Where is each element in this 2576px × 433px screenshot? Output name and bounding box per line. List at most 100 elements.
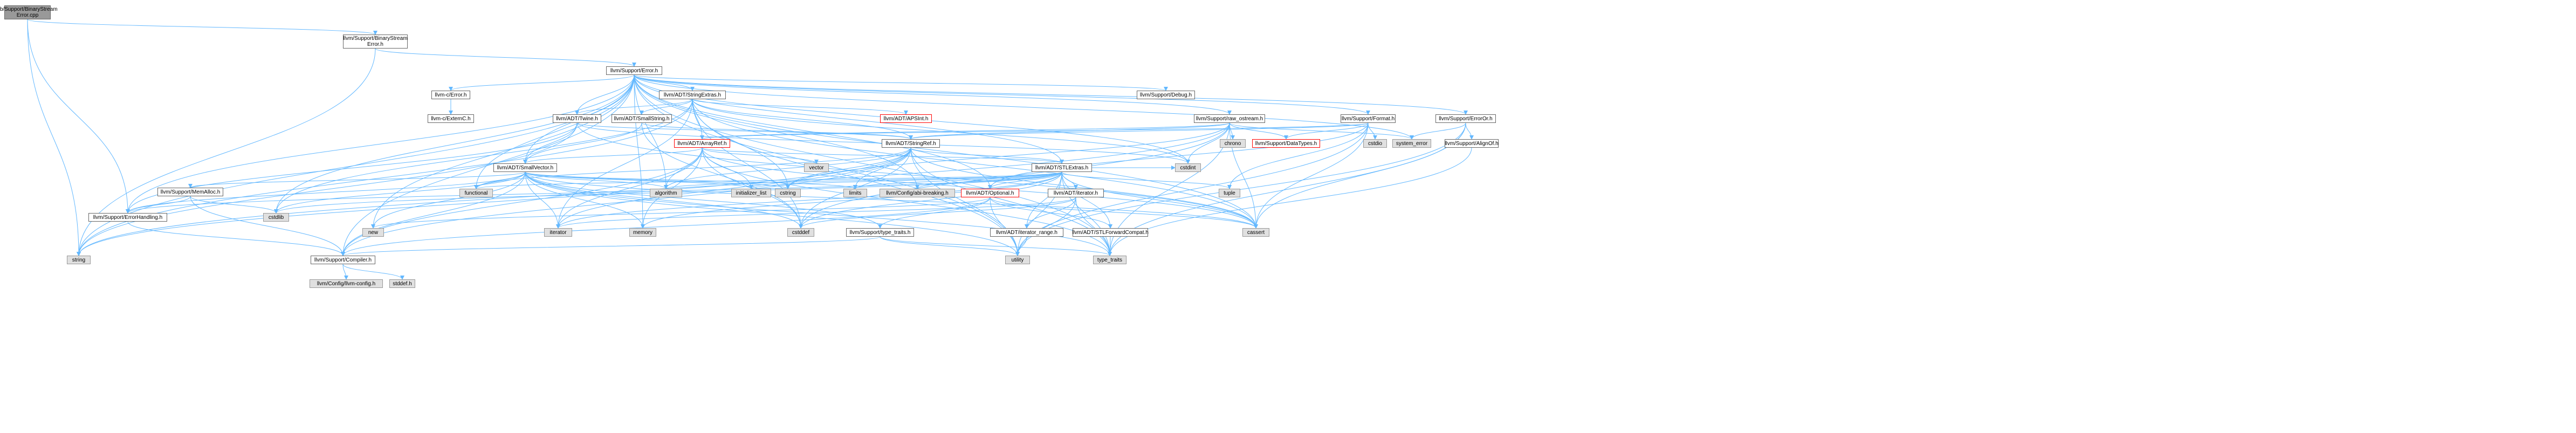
edge-optional-to-compiler <box>341 197 991 256</box>
edge-raw_ostream-to-datatypes <box>1229 122 1288 140</box>
edge-smallvector-to-cstddef <box>525 171 803 229</box>
node-cassert: cassert <box>1242 228 1269 237</box>
node-cstring: cstring <box>775 189 801 197</box>
edge-errorhandling-to-compiler <box>127 221 345 256</box>
node-binarystreamerror-cpp[interactable]: lib/Support/BinaryStream Error.cpp <box>0 5 58 19</box>
node-stlforwardcompat-h[interactable]: llvm/ADT/STLForwardCompat.h <box>1072 228 1149 237</box>
node-utility: utility <box>1005 256 1030 264</box>
edge-stringref-to-cassert <box>910 147 1258 229</box>
edge-twine-to-cassert <box>576 122 1258 229</box>
edge-stlextras-to-limits <box>853 171 1062 189</box>
node-errorhandling-h[interactable]: llvm/Support/ErrorHandling.h <box>88 213 167 222</box>
node-binarystreamerror-h[interactable]: llvm/Support/BinaryStream Error.h <box>343 35 408 49</box>
edge-arrayref-to-memory <box>641 147 703 229</box>
edge-stringextras-to-iterator <box>556 99 693 229</box>
edge-memalloc-to-errorhandling <box>126 196 191 214</box>
edge-root-to-string <box>27 19 81 256</box>
edge-memalloc-to-cstdlib <box>190 196 278 214</box>
node-llvm-c-error-h[interactable]: llvm-c/Error.h <box>431 91 470 99</box>
edge-smallvector-to-memalloc <box>188 171 526 188</box>
node-support-type-traits-h[interactable]: llvm/Support/type_traits.h <box>846 228 914 237</box>
node-optional-h[interactable]: llvm/ADT/Optional.h <box>961 189 1019 197</box>
edge-format-to-tuple <box>1227 122 1369 189</box>
node-smallvector-h[interactable]: llvm/ADT/SmallVector.h <box>493 163 557 172</box>
edge-stlextras-to-stlforward <box>1061 171 1112 229</box>
edge-stringextras-to-apsint <box>692 99 908 115</box>
edge-smallstring-to-smallvector <box>523 122 642 164</box>
node-iterator: iterator <box>544 228 572 237</box>
edge-stringextras-to-cstddef <box>692 99 803 229</box>
edge-type_traits_h-to-type_traits <box>880 236 1112 256</box>
edge-smallvector-to-memory <box>525 171 645 229</box>
node-erroror-h[interactable]: llvm/Support/ErrorOr.h <box>1435 114 1496 123</box>
node-raw-ostream-h[interactable]: llvm/Support/raw_ostream.h <box>1194 114 1265 123</box>
edge-root-to-errorhandling <box>27 19 130 214</box>
edge-smallvector-to-new <box>371 171 526 229</box>
node-smallstring-h[interactable]: llvm/ADT/SmallString.h <box>612 114 672 123</box>
node-iterator-range-h[interactable]: llvm/ADT/iterator_range.h <box>990 228 1063 237</box>
node-datatypes-h[interactable]: llvm/Support/DataTypes.h <box>1252 139 1320 148</box>
edge-smallvector-to-compiler <box>341 171 526 256</box>
edge-stlextras-to-iterator_range <box>1025 171 1062 229</box>
node-cstdlib: cstdlib <box>263 213 289 222</box>
edge-error_h-to-erroror <box>634 74 1468 115</box>
edge-format-to-optional <box>988 122 1369 189</box>
edge-twine-to-stringref <box>576 122 913 140</box>
edge-stlextras-to-iterator <box>556 171 1062 229</box>
node-memalloc-h[interactable]: llvm/Support/MemAlloc.h <box>157 188 223 196</box>
edge-arrayref-to-smallvector <box>523 147 703 164</box>
node-stringref-h[interactable]: llvm/ADT/StringRef.h <box>882 139 940 148</box>
node-stringextras-h[interactable]: llvm/ADT/StringExtras.h <box>659 91 726 99</box>
edge-smallvector-to-utility <box>525 171 1020 256</box>
node-compiler-h[interactable]: llvm/Support/Compiler.h <box>311 256 375 264</box>
node-stddef-h: stddef.h <box>389 279 415 288</box>
node-llvm-c-externc-h[interactable]: llvm-c/ExternC.h <box>428 114 474 123</box>
edge-bse_h-to-string <box>77 48 376 256</box>
node-format-h[interactable]: llvm/Support/Format.h <box>1341 114 1396 123</box>
edge-smallstring-to-cstddef <box>641 122 803 229</box>
node-stlextras-h[interactable]: llvm/ADT/STLExtras.h <box>1032 163 1092 172</box>
edge-stringextras-to-smallstring <box>640 99 693 115</box>
edge-stlextras-to-utility <box>1015 171 1062 256</box>
edge-erroror-to-aligno <box>1465 122 1474 140</box>
edge-error_h-to-new <box>371 74 635 229</box>
edge-erroror-to-system_error <box>1410 122 1466 140</box>
node-error-h[interactable]: llvm/Support/Error.h <box>606 66 662 75</box>
node-limits: limits <box>843 189 867 197</box>
edge-adt_iterator-to-iterator <box>556 197 1076 229</box>
edge-format-to-stringref <box>909 122 1369 140</box>
edge-raw_ostream-to-stringref <box>909 122 1230 140</box>
edge-optional-to-stlforward <box>990 197 1112 229</box>
edge-arrayref-to-vector <box>702 147 819 164</box>
edge-smallvector-to-cassert <box>525 171 1258 229</box>
node-functional: functional <box>459 189 493 197</box>
edge-error_h-to-functional <box>474 74 635 189</box>
edge-compiler-to-stddef <box>342 264 404 280</box>
edge-twine-to-errorhandling <box>126 122 578 214</box>
edge-smallvector-to-limits <box>525 171 857 189</box>
node-debug-h[interactable]: llvm/Support/Debug.h <box>1137 91 1195 99</box>
edge-smallstring-to-stringref <box>641 122 913 140</box>
edge-stlextras-to-type_traits <box>1061 171 1112 256</box>
edge-adt_iterator-to-type_traits <box>1075 197 1112 256</box>
edge-error_h-to-cassert <box>634 74 1258 229</box>
node-algorithm: algorithm <box>650 189 682 197</box>
edge-error_h-to-format <box>634 74 1370 115</box>
edge-optional-to-new <box>371 197 991 229</box>
node-twine-h[interactable]: llvm/ADT/Twine.h <box>553 114 601 123</box>
edge-error_h-to-system_error <box>634 74 1414 140</box>
node-alignof-h[interactable]: llvm/Support/AlignOf.h <box>1445 139 1499 148</box>
edge-compiler-to-llvm_config <box>342 264 348 280</box>
edge-smallvector-to-algorithm <box>525 171 668 189</box>
node-adt-iterator-h[interactable]: llvm/ADT/iterator.h <box>1048 189 1104 197</box>
node-arrayref-h[interactable]: llvm/ADT/ArrayRef.h <box>674 139 730 148</box>
edge-error_h-to-twine <box>575 74 635 115</box>
edge-type_traits_h-to-utility <box>880 236 1020 256</box>
edge-optional-to-utility <box>990 197 1020 256</box>
edge-raw_ostream-to-cstring <box>786 122 1230 189</box>
edge-root-to-bse_h <box>27 19 377 35</box>
edge-stringref-to-limits <box>853 147 911 189</box>
node-llvm-config-h: llvm/Config/llvm-config.h <box>310 279 383 288</box>
node-apsint-h[interactable]: llvm/ADT/APSInt.h <box>880 114 932 123</box>
